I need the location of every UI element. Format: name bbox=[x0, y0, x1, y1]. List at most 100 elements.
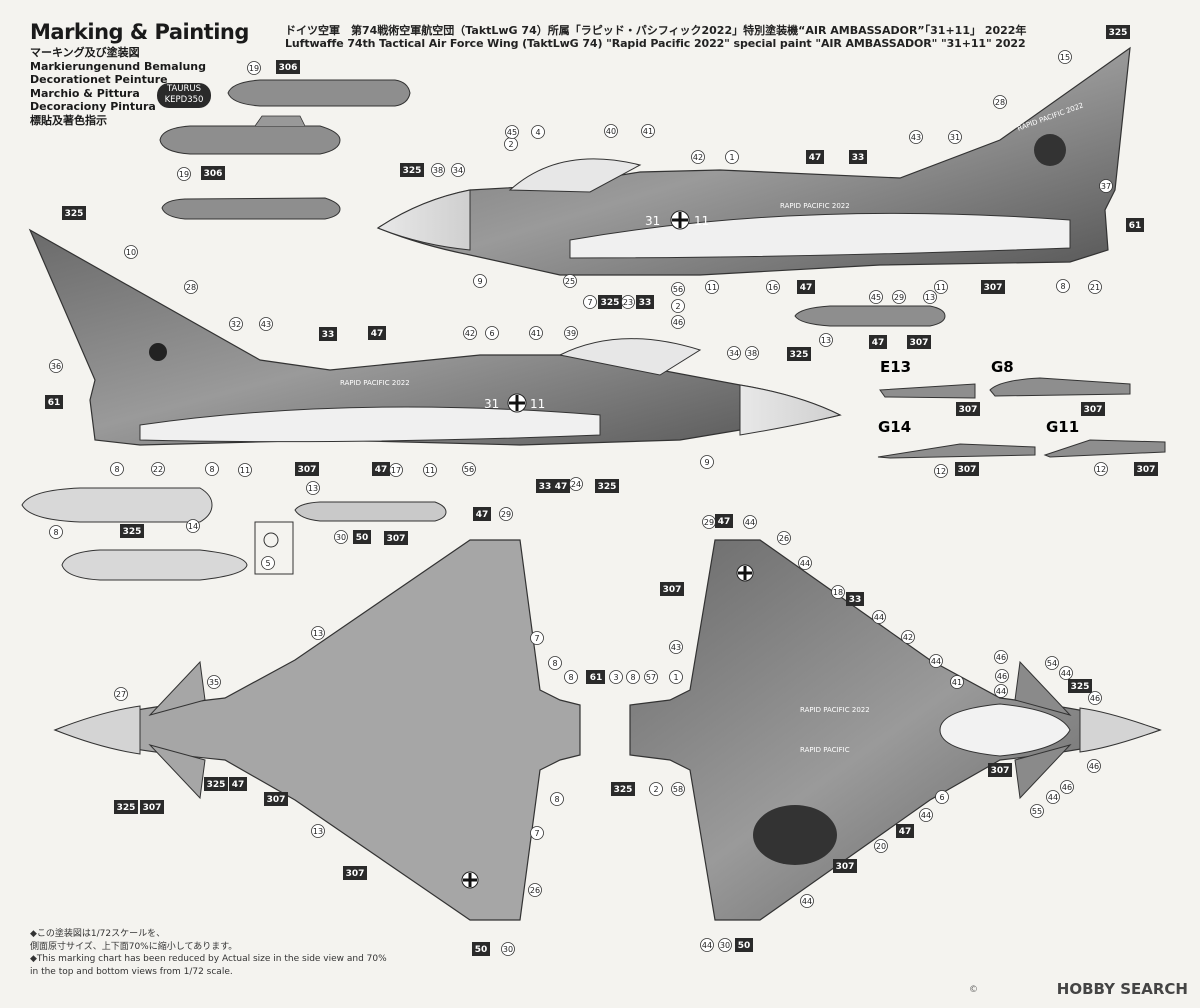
callout-bottom-right-36: 44 bbox=[800, 894, 814, 908]
callout-number: 5 bbox=[265, 559, 270, 568]
callout-number: 13 bbox=[313, 827, 323, 836]
callout-number: 21 bbox=[1090, 283, 1100, 292]
callout-side-lower-7: 42 bbox=[463, 326, 477, 340]
callout-number: 24 bbox=[571, 480, 581, 489]
callout-number: 12 bbox=[936, 467, 946, 476]
callout-number: 17 bbox=[391, 466, 401, 475]
callout-side-lower-3: 32 bbox=[229, 317, 243, 331]
callout-number: 50 bbox=[738, 941, 751, 951]
callout-bottom-left-5: 8 bbox=[564, 670, 578, 684]
callout-number: 33 bbox=[639, 298, 652, 308]
callout-bottom-right-20: 44 bbox=[1059, 666, 1073, 680]
callout-bottom-left-12: 13 bbox=[311, 824, 325, 838]
callout-side-lower-11: 2 bbox=[671, 299, 685, 313]
callout-number: 13 bbox=[308, 484, 318, 493]
callout-side-lower-17: 61 bbox=[45, 395, 63, 409]
callout-taurus-1: 306 bbox=[276, 60, 300, 74]
callout-number: 47 bbox=[800, 283, 813, 293]
callout-side-lower-23: 11 bbox=[423, 463, 437, 477]
callout-number: 36 bbox=[51, 362, 61, 371]
callout-side-lower-12: 46 bbox=[671, 315, 685, 329]
callout-tanks-3: 13 bbox=[306, 481, 320, 495]
callout-pod-2: 13 bbox=[923, 290, 937, 304]
callout-number: 41 bbox=[531, 329, 541, 338]
callout-number: 56 bbox=[464, 465, 474, 474]
callout-side-lower-29: 9 bbox=[700, 455, 714, 469]
callout-number: 44 bbox=[1061, 669, 1071, 678]
callout-bottom-left-18: 26 bbox=[528, 883, 542, 897]
callout-side-lower-25: 33 bbox=[536, 479, 554, 493]
callout-bottom-right-0: 29 bbox=[702, 515, 716, 529]
callout-number: 46 bbox=[1089, 762, 1099, 771]
callout-number: 47 bbox=[899, 827, 912, 837]
callout-number: 325 bbox=[207, 780, 226, 790]
scale-notes: ◆この塗装図は1/72スケールを、 側面原寸サイズ、上下面70%に縮小してありま… bbox=[30, 928, 387, 978]
callout-number: 307 bbox=[1084, 405, 1103, 415]
callout-number: 44 bbox=[802, 897, 812, 906]
callout-variants-5: 307 bbox=[1134, 462, 1158, 476]
callout-number: 39 bbox=[566, 329, 576, 338]
callout-bottom-right-31: 46 bbox=[1060, 780, 1074, 794]
callout-number: 44 bbox=[702, 941, 712, 950]
callout-bottom-right-27: 6 bbox=[935, 790, 949, 804]
callout-bottom-right-9: 42 bbox=[901, 630, 915, 644]
callout-number: 46 bbox=[1062, 783, 1072, 792]
callout-bottom-right-18: 46 bbox=[994, 650, 1008, 664]
callout-number: 18 bbox=[833, 588, 843, 597]
callout-tanks-6: 307 bbox=[384, 531, 408, 545]
callout-side-upper-3: 40 bbox=[604, 124, 618, 138]
callout-bottom-right-4: 44 bbox=[798, 556, 812, 570]
subtitle-fr: Decorationet Peinture bbox=[30, 73, 168, 86]
callout-bottom-left-4: 8 bbox=[548, 656, 562, 670]
callout-number: 38 bbox=[433, 166, 443, 175]
callout-side-upper-24: 33 bbox=[636, 295, 654, 309]
serial-left: 31 bbox=[645, 214, 660, 228]
callout-side-upper-2: 4 bbox=[531, 125, 545, 139]
callout-bottom-right-11: 43 bbox=[669, 640, 683, 654]
callout-number: 307 bbox=[143, 803, 162, 813]
callout-number: 40 bbox=[606, 127, 616, 136]
callout-taurus-3: 19 bbox=[177, 167, 191, 181]
callout-number: 325 bbox=[601, 298, 620, 308]
callout-bottom-left-8: 35 bbox=[207, 675, 221, 689]
callout-bottom-left-7: 27 bbox=[114, 687, 128, 701]
callout-number: 44 bbox=[931, 657, 941, 666]
callout-number: 46 bbox=[997, 672, 1007, 681]
callout-number: 50 bbox=[475, 945, 488, 955]
callout-number: 29 bbox=[704, 518, 714, 527]
callout-number: 34 bbox=[729, 349, 739, 358]
callout-bottom-right-2: 44 bbox=[743, 515, 757, 529]
callout-number: 35 bbox=[209, 678, 219, 687]
callout-number: 8 bbox=[53, 528, 58, 537]
callout-tanks-2: 14 bbox=[186, 519, 200, 533]
callout-number: 33 bbox=[539, 482, 552, 492]
callout-number: 306 bbox=[279, 63, 298, 73]
callout-side-lower-1: 10 bbox=[124, 245, 138, 259]
callout-tanks-5: 50 bbox=[353, 530, 371, 544]
callout-number: 10 bbox=[126, 248, 136, 257]
rapid-pacific-top: RAPID PACIFIC 2022 bbox=[800, 706, 870, 714]
callout-number: 33 bbox=[849, 595, 862, 605]
callout-number: 47 bbox=[809, 153, 822, 163]
callout-bottom-right-35: 20 bbox=[874, 839, 888, 853]
callout-side-upper-31: 8 bbox=[1056, 279, 1070, 293]
callout-tanks-1: 8 bbox=[49, 525, 63, 539]
callout-bottom-right-17: 41 bbox=[950, 675, 964, 689]
callout-side-upper-12: 15 bbox=[1058, 50, 1072, 64]
callout-number: 25 bbox=[565, 277, 575, 286]
callout-number: 6 bbox=[939, 793, 944, 802]
callout-bottom-left-0: 47 bbox=[473, 507, 491, 521]
watermark-brand: HOBBY SEARCH bbox=[1056, 980, 1188, 998]
callout-side-lower-2: 28 bbox=[184, 280, 198, 294]
subtitle-jp: マーキング及び塗装図 bbox=[30, 46, 140, 59]
callout-number: 8 bbox=[554, 795, 559, 804]
callout-side-upper-22: 325 bbox=[598, 295, 622, 309]
recon-pod bbox=[794, 305, 946, 327]
callout-number: 23 bbox=[623, 298, 633, 307]
callout-number: 42 bbox=[465, 329, 475, 338]
callout-number: 307 bbox=[1137, 465, 1156, 475]
callout-bottom-right-3: 26 bbox=[777, 531, 791, 545]
callout-number: 61 bbox=[48, 398, 61, 408]
caption-japanese: ドイツ空軍 第74戦術空軍航空団（TaktLwG 74）所属「ラピッド・パシフィ… bbox=[285, 24, 1027, 37]
callout-side-lower-19: 11 bbox=[238, 463, 252, 477]
